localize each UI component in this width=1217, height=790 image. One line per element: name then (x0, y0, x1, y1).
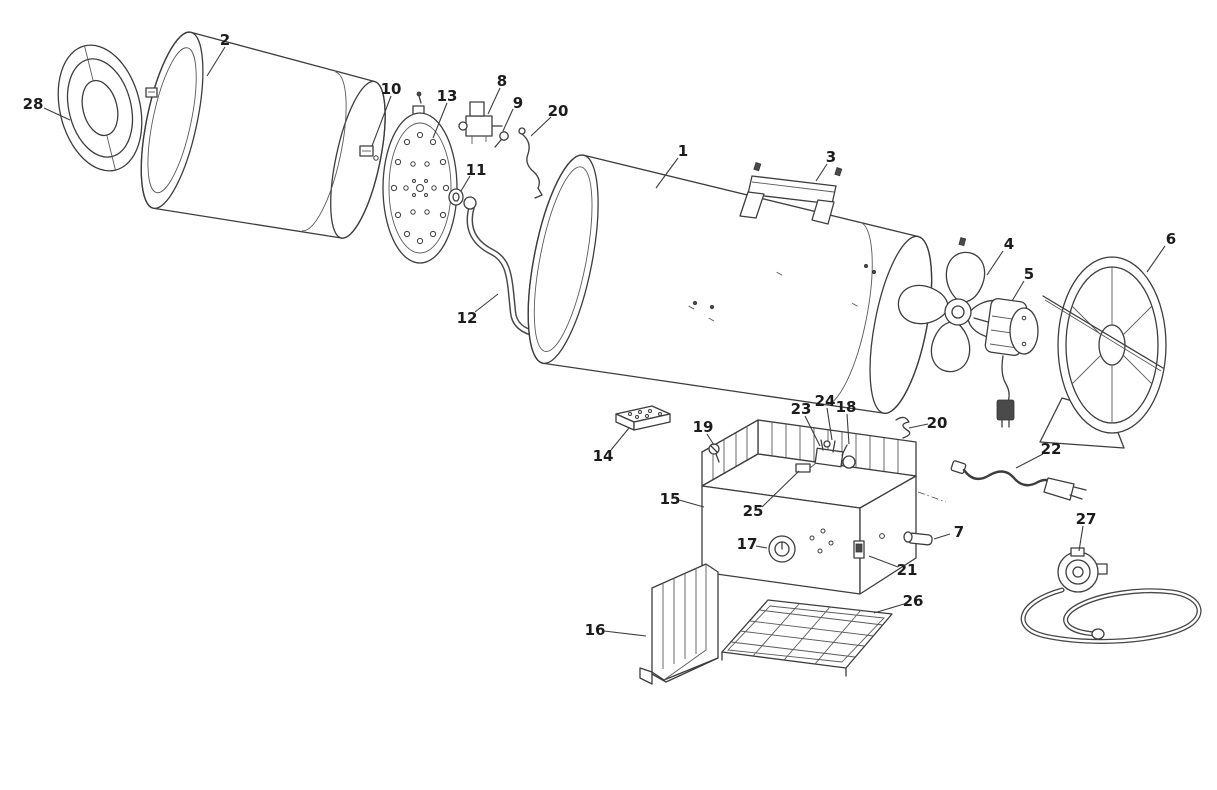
part-control-knob-17 (768, 535, 796, 563)
part-label-15: 15 (660, 490, 681, 508)
callout-line-6 (1146, 245, 1166, 273)
part-label-24: 24 (815, 392, 836, 410)
part-label-20a: 20 (548, 102, 569, 120)
callout-line-1 (655, 157, 679, 189)
callout-line-2 (206, 46, 226, 77)
part-label-4: 4 (1004, 235, 1014, 253)
part-handle-3 (739, 175, 837, 225)
part-label-13: 13 (437, 87, 458, 105)
part-nozzle-11 (448, 188, 464, 206)
callout-line-4 (986, 250, 1004, 276)
part-label-17: 17 (737, 535, 758, 553)
callout-line-17 (755, 545, 768, 549)
part-label-1: 1 (678, 142, 688, 160)
callout-line-25 (761, 470, 800, 508)
part-rear-guard-6 (1039, 256, 1167, 449)
part-label-28: 28 (23, 95, 44, 113)
part-hose-regulator-27 (1020, 547, 1202, 644)
callout-line-13 (432, 102, 448, 139)
callout-line-15 (678, 499, 705, 508)
part-label-14: 14 (593, 447, 614, 465)
callout-line-21 (868, 555, 899, 568)
part-motor-5 (973, 298, 1039, 428)
fastener-marks (416, 91, 967, 309)
part-label-26: 26 (903, 592, 924, 610)
part-label-12: 12 (457, 309, 478, 327)
part-label-2: 2 (220, 31, 230, 49)
callout-line-18 (846, 413, 850, 445)
part-latch-10 (359, 145, 379, 161)
part-outer-shell-2 (140, 31, 386, 239)
callout-line-11 (460, 175, 471, 192)
callout-line-5 (1011, 280, 1025, 302)
part-label-23: 23 (791, 400, 812, 418)
callout-line-8 (487, 87, 501, 115)
callout-line-16 (603, 630, 647, 637)
callout-line-22 (1015, 453, 1044, 469)
callout-line-23 (804, 415, 821, 447)
callout-line-28 (43, 107, 71, 121)
part-label-7: 7 (954, 523, 964, 541)
part-label-10: 10 (381, 80, 402, 98)
part-fitting-9 (494, 131, 509, 148)
part-side-stand-16 (639, 563, 719, 685)
part-photocell-7 (903, 531, 933, 546)
part-label-21: 21 (897, 561, 918, 579)
part-shell-clip (145, 87, 158, 98)
callout-line-20a (530, 116, 552, 137)
part-label-20b: 20 (927, 414, 948, 432)
callout-line-27 (1078, 525, 1084, 552)
callout-line-14 (610, 427, 630, 451)
callout-line-24 (826, 407, 833, 441)
callout-line-12 (474, 293, 499, 313)
part-label-6: 6 (1166, 230, 1176, 248)
callout-line-3 (815, 163, 828, 182)
part-label-11: 11 (466, 161, 487, 179)
callout-line-10 (371, 95, 392, 147)
part-label-3: 3 (826, 148, 836, 166)
callout-line-19 (706, 433, 715, 446)
part-burner-plate-13 (382, 105, 458, 264)
part-igniter-wire-20a (518, 127, 543, 199)
part-label-9: 9 (513, 94, 523, 112)
part-label-16: 16 (585, 621, 606, 639)
part-gas-valve-8 (458, 101, 503, 144)
part-label-22: 22 (1041, 440, 1062, 458)
callout-line-9 (502, 108, 514, 132)
part-label-5: 5 (1024, 265, 1034, 283)
part-label-25: 25 (743, 502, 764, 520)
callout-line-7 (933, 533, 951, 540)
part-screw-19 (708, 443, 720, 463)
part-label-19: 19 (693, 418, 714, 436)
part-front-guard-28 (57, 44, 143, 172)
part-combustion-chamber-1 (527, 154, 933, 414)
part-label-27: 27 (1076, 510, 1097, 528)
part-base-grid-26 (721, 599, 893, 677)
part-power-switch-21 (853, 540, 865, 559)
part-power-cord-22 (950, 460, 1087, 501)
part-label-18: 18 (836, 398, 857, 416)
part-control-board-14 (615, 405, 671, 431)
part-spring-clip-20b (895, 416, 911, 439)
callout-line-26 (873, 603, 905, 614)
part-label-8: 8 (497, 72, 507, 90)
callout-line-20b (908, 423, 929, 429)
part-valve-cluster (795, 439, 856, 473)
